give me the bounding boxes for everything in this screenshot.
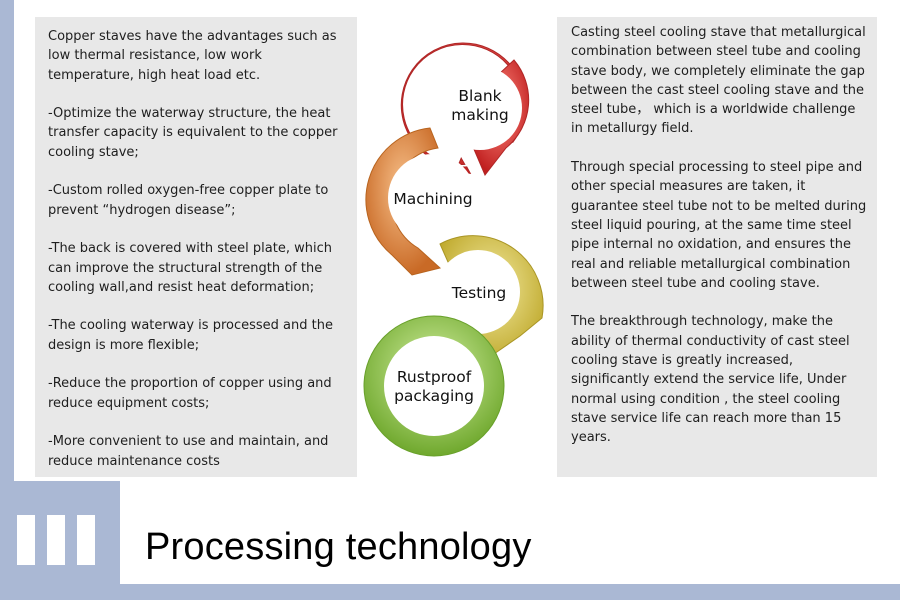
cast-steel-stave-panel: Casting steel cooling stave that metallu… <box>557 17 877 477</box>
process-step-rustproof-packaging: Rustproof packaging <box>363 315 505 457</box>
left-paragraph: -The back is covered with steel plate, w… <box>48 241 332 295</box>
copper-stave-advantages-panel: Copper staves have the advantages such a… <box>35 17 357 477</box>
left-paragraph: -The cooling waterway is processed and t… <box>48 318 333 353</box>
process-step-blank-making: Blank making <box>400 42 530 176</box>
left-paragraph: Copper staves have the advantages such a… <box>48 29 337 83</box>
right-paragraph: Casting steel cooling stave that metallu… <box>571 25 866 137</box>
step-label-testing: Testing <box>451 284 507 302</box>
roman-numeral-stripe <box>17 515 35 565</box>
left-paragraph: -Custom rolled oxygen-free copper plate … <box>48 183 329 218</box>
right-paragraph: Through special processing to steel pipe… <box>571 160 867 291</box>
step-label-blank: Blank <box>458 87 501 105</box>
process-step-testing: Testing <box>436 235 544 366</box>
left-paragraph: -Reduce the proportion of copper using a… <box>48 376 332 411</box>
step-label-packaging: packaging <box>394 387 474 405</box>
process-cycle-diagram: Blank making Machining Testing Rustproof… <box>363 42 544 457</box>
section-number-block <box>14 481 120 584</box>
roman-numeral-stripe <box>47 515 65 565</box>
left-paragraph: -Optimize the waterway structure, the he… <box>48 106 338 160</box>
step-label-machining: Machining <box>393 190 472 208</box>
arrow-ring-icon <box>400 42 526 175</box>
roman-numeral-stripe <box>77 515 95 565</box>
step-label-making: making <box>451 106 509 124</box>
process-step-machining: Machining <box>365 127 476 276</box>
footer-bar <box>0 584 900 600</box>
step-label-rustproof: Rustproof <box>397 368 472 386</box>
left-edge-bar <box>0 0 14 600</box>
left-paragraph: -More convenient to use and maintain, an… <box>48 434 329 469</box>
page-title: Processing technology <box>145 526 532 568</box>
right-paragraph: The breakthrough technology, make the ab… <box>571 314 850 446</box>
